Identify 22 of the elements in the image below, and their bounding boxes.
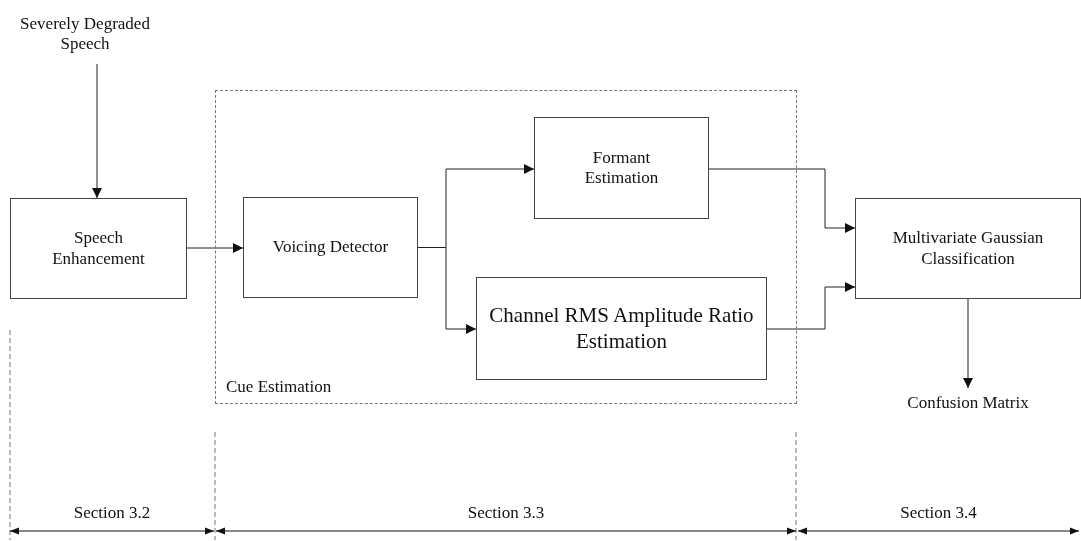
- box-label: Multivariate Gaussian Classification: [891, 228, 1045, 269]
- node-text: Severely Degraded Speech: [19, 13, 151, 55]
- arrow: [963, 298, 973, 389]
- process-box: [243, 197, 418, 298]
- box-label: Formant Estimation: [583, 147, 660, 189]
- section-label: Section 3.4: [900, 503, 977, 523]
- arrow: [186, 243, 244, 253]
- process-box: [10, 198, 187, 299]
- arrow: [92, 63, 102, 199]
- process-box: [476, 277, 767, 380]
- group-label: Cue Estimation: [226, 376, 332, 397]
- group-frame: [215, 90, 797, 404]
- box-label: Speech Enhancement: [51, 228, 146, 269]
- section-label: Section 3.2: [73, 503, 151, 523]
- arrow: [766, 282, 856, 330]
- box-label: Voicing Detector: [271, 237, 390, 258]
- section-label: Section 3.3: [467, 503, 545, 523]
- box-label: Channel RMS Amplitude Ratio Estimation: [488, 303, 755, 354]
- node-text: Confusion Matrix: [906, 392, 1030, 414]
- arrow: [708, 168, 856, 233]
- process-box: [534, 117, 709, 219]
- process-box: [855, 198, 1081, 299]
